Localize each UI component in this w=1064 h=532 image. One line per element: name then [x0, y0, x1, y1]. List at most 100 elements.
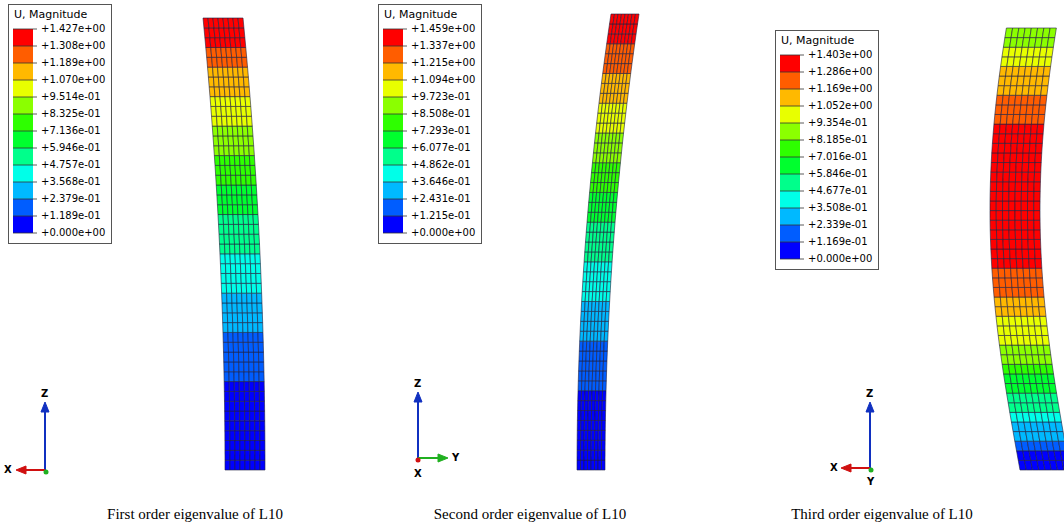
mesh-element — [244, 234, 249, 244]
mesh-element — [215, 165, 221, 175]
legend-value: +0.000e+00 — [411, 227, 475, 239]
mesh-element — [1022, 163, 1029, 173]
mesh-element — [992, 268, 999, 278]
mesh-element — [1031, 287, 1038, 297]
mesh-element — [1011, 134, 1018, 144]
mesh-element — [1034, 201, 1040, 211]
mesh-element — [620, 123, 625, 133]
tick-mark — [780, 225, 804, 226]
legend-value: +1.169e-01 — [808, 236, 868, 248]
mesh-element — [254, 382, 259, 392]
mesh-element — [240, 254, 245, 264]
mesh-element — [232, 195, 238, 205]
mesh-element — [225, 264, 230, 274]
legend-value: +9.354e-01 — [808, 117, 868, 129]
legend-value: +3.508e-01 — [808, 202, 868, 214]
tick-mark — [780, 242, 804, 243]
mesh-element — [1016, 249, 1023, 259]
mesh-element — [602, 411, 606, 421]
axis-label: X — [414, 468, 422, 479]
mesh-element — [612, 212, 616, 222]
beam-mesh — [203, 14, 1064, 470]
mesh-element — [1010, 259, 1017, 269]
mesh-element — [223, 332, 228, 342]
mesh-element — [1041, 86, 1048, 96]
mesh-element — [234, 391, 239, 401]
legend-value: +0.000e+00 — [808, 253, 872, 265]
color-band — [13, 114, 33, 131]
mesh-element — [992, 143, 999, 153]
mesh-element — [259, 352, 264, 362]
mesh-element — [222, 303, 227, 313]
color-band — [780, 242, 800, 259]
mesh-element — [578, 371, 582, 381]
mesh-element — [1028, 230, 1035, 240]
mesh-element — [245, 244, 250, 254]
mesh-element — [1018, 287, 1025, 297]
mesh-element — [1037, 124, 1044, 134]
mesh-element — [236, 283, 241, 293]
mesh-element — [1010, 163, 1017, 173]
mesh-element — [235, 450, 240, 460]
mesh-element — [247, 126, 253, 136]
mesh-element — [607, 282, 611, 292]
mesh-element — [595, 391, 599, 401]
mesh-element — [578, 391, 582, 401]
tick-mark — [780, 123, 804, 124]
mesh-element — [1059, 441, 1064, 451]
mesh-element — [992, 278, 999, 288]
legend-value: +1.427e+00 — [41, 23, 105, 35]
mesh-element — [226, 185, 232, 195]
mesh-element — [1009, 230, 1016, 240]
mesh-element — [1004, 143, 1011, 153]
mesh-element — [1012, 124, 1019, 134]
mesh-element — [243, 342, 248, 352]
mesh-element — [1046, 364, 1054, 374]
mesh-element — [581, 401, 585, 411]
mesh-element — [255, 254, 260, 264]
tick-mark — [780, 106, 804, 107]
mesh-element — [631, 34, 636, 44]
color-band — [13, 80, 33, 97]
mesh-element — [1009, 182, 1015, 192]
color-band — [383, 46, 403, 63]
mesh-element — [234, 382, 239, 392]
mesh-element — [1021, 211, 1027, 221]
mesh-element — [1030, 134, 1037, 144]
mesh-element — [1012, 287, 1019, 297]
mesh-element — [228, 323, 233, 333]
mesh-element — [1042, 335, 1049, 345]
mesh-element — [230, 165, 236, 175]
mesh-element — [998, 259, 1005, 269]
mesh-element — [990, 172, 997, 182]
mesh-element — [605, 321, 609, 331]
axis-label: X — [830, 462, 838, 473]
mesh-element — [223, 323, 228, 333]
legend-value: +6.077e-01 — [411, 142, 471, 154]
color-band — [13, 182, 33, 199]
mesh-element — [235, 441, 240, 451]
mesh-element — [1015, 172, 1022, 182]
color-band — [780, 123, 800, 140]
mesh-element — [235, 254, 240, 264]
mesh-element — [1055, 422, 1063, 432]
legend-box: U, Magnitude+1.459e+00+1.337e+00+1.215e+… — [378, 4, 482, 244]
mesh-element — [602, 391, 606, 401]
mesh-element — [1011, 268, 1018, 278]
mesh-element — [232, 293, 237, 303]
mesh-element — [1039, 307, 1046, 317]
mesh-element — [259, 391, 264, 401]
mesh-element — [603, 381, 607, 391]
mesh-element — [230, 450, 235, 460]
mesh-element — [1015, 239, 1022, 249]
mesh-element — [623, 93, 628, 103]
mesh-element — [225, 244, 230, 254]
mesh-element — [581, 440, 585, 450]
mesh-element — [1038, 114, 1045, 124]
mesh-element — [1037, 287, 1044, 297]
mesh-element — [255, 441, 260, 451]
mesh-element — [1054, 412, 1062, 422]
mesh-element — [1015, 191, 1021, 201]
legend-value: +3.568e-01 — [41, 176, 101, 188]
color-band — [13, 148, 33, 165]
